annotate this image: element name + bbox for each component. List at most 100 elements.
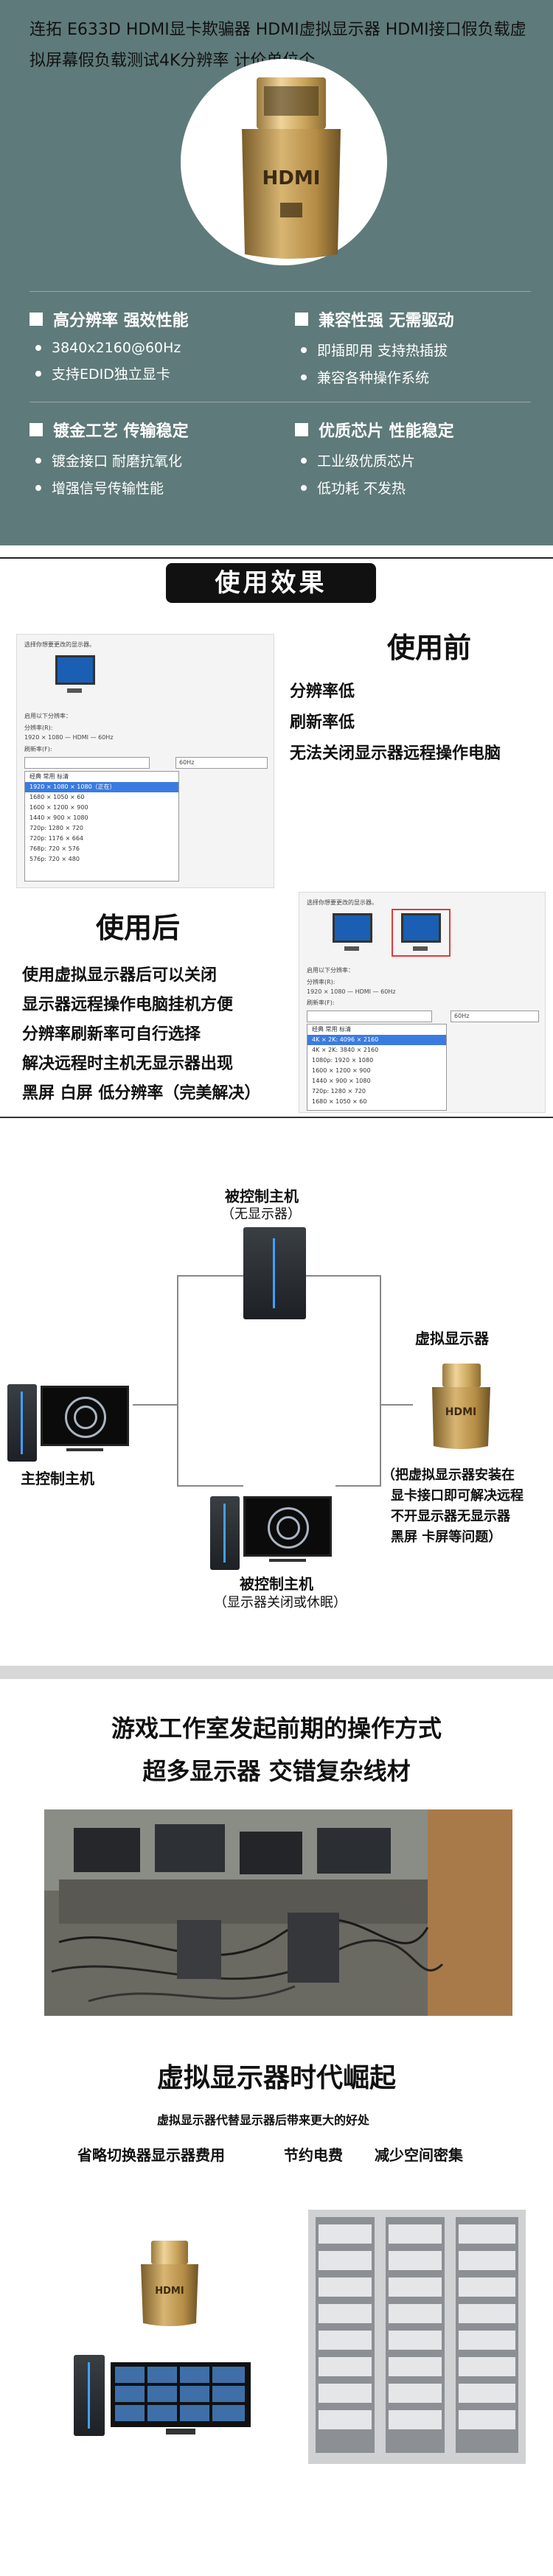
controlled-monitor — [243, 1496, 332, 1557]
list-item[interactable]: 4K × 2K: 4096 × 2160 — [307, 1035, 446, 1045]
dot-bullet-icon — [301, 346, 307, 353]
studio-section: 游戏工作室发起前期的操作方式 超多显示器 交错复杂线材 虚拟显示器时代崛起 虚拟… — [0, 1666, 553, 2576]
refresh-select[interactable]: 60Hz — [175, 757, 268, 769]
feature-line: 支持EDID独立显卡 — [52, 366, 170, 383]
subline: 虚拟显示器代替显示器后带来更大的好处 — [157, 2113, 370, 2127]
feature-heading: 优质芯片 性能稳定 — [319, 422, 454, 441]
highlight-box — [392, 909, 451, 957]
dot-bullet-icon — [301, 484, 307, 491]
feature-line: 兼容各种操作系统 — [317, 370, 430, 386]
dot-bullet-icon — [35, 345, 41, 351]
diagram-note: 不开显示器无显示器 — [391, 1509, 510, 1524]
tower-led — [88, 2362, 90, 2429]
host-tower — [74, 2355, 105, 2436]
connection-line — [177, 1485, 243, 1487]
list-item[interactable]: 1440 × 900 × 1080 — [312, 1078, 371, 1084]
list-item[interactable]: 1080p: 1920 × 1080 — [312, 1057, 374, 1064]
studio-photo — [44, 1809, 512, 2016]
monitor-stand — [67, 688, 82, 693]
feature-heading: 镀金工艺 传输稳定 — [53, 422, 189, 441]
headline: 虚拟显示器时代崛起 — [156, 2062, 396, 2093]
list-item[interactable]: 4K × 2K: 3840 × 2160 — [312, 1047, 379, 1053]
resolution-select[interactable] — [24, 757, 150, 769]
plug-logo-text: HDMI — [445, 1406, 476, 1418]
dot-bullet-icon — [301, 457, 307, 464]
dialog-label: 刷新率(F): — [24, 746, 52, 753]
dot-bullet-icon — [35, 457, 41, 464]
feature-card: 镀金工艺 传输稳定 镀金接口 耐磨抗氧化 增强信号传输性能 — [29, 416, 265, 498]
feature-line: 低功耗 不发热 — [317, 481, 406, 497]
before-title: 使用前 — [387, 631, 472, 664]
benefit: 省略切换器显示器费用 — [77, 2146, 225, 2164]
after-line: 使用虚拟显示器后可以关闭 — [22, 966, 218, 985]
connection-line — [380, 1404, 413, 1406]
dialog-label: 1920 × 1080 — HDMI — 60Hz — [24, 734, 114, 741]
before-line: 刷新率低 — [290, 713, 355, 732]
list-item[interactable]: 1600 × 1200 × 900 — [29, 804, 88, 811]
list-item[interactable]: 768p: 720 × 576 — [29, 845, 80, 852]
diagram-label: 被控制主机 — [240, 1575, 313, 1593]
dialog-label: 分辨率(R): — [307, 979, 335, 985]
list-item[interactable]: 576p: 720 × 480 — [29, 856, 80, 862]
diagram-note: 显卡接口即可解决远程 — [391, 1488, 524, 1504]
list-item[interactable]: 1680 × 1050 × 60 — [29, 794, 85, 800]
connection-line — [177, 1275, 178, 1485]
list-item[interactable]: 720p: 1176 × 664 — [29, 835, 84, 842]
list-item[interactable]: 1440 × 900 × 1080 — [29, 814, 88, 821]
multi-screen-monitor — [111, 2362, 251, 2434]
list-item[interactable]: 720p: 1280 × 720 — [312, 1088, 366, 1095]
monitor-stand — [413, 946, 428, 951]
connection-line — [177, 1275, 243, 1277]
diagram-label: 主控制主机 — [21, 1470, 94, 1487]
tower-led — [21, 1392, 23, 1454]
diagram-label: （无显示器） — [221, 1207, 301, 1222]
resolution-list[interactable]: 经典 常用 标清 4K × 2K: 4096 × 2160 4K × 2K: 3… — [307, 1024, 447, 1111]
square-bullet-icon — [295, 423, 308, 436]
after-line: 显示器远程操作电脑挂机方便 — [22, 995, 234, 1014]
hdmi-plug-image: HDMI — [242, 77, 341, 259]
before-line: 分辨率低 — [290, 682, 355, 701]
server-rack-photo — [308, 2210, 526, 2464]
divider — [0, 1666, 553, 1679]
headline: 超多显示器 交错复杂线材 — [142, 1757, 411, 1785]
feature-line: 增强信号传输性能 — [52, 481, 164, 497]
after-line: 黑屏 白屏 低分辨率（完美解决） — [22, 1083, 261, 1103]
dialog-label: 选择你想要更改的显示器。 — [307, 899, 378, 906]
square-bullet-icon — [29, 313, 43, 326]
resolution-select[interactable] — [307, 1010, 432, 1022]
controlled-host-tower — [243, 1227, 306, 1319]
after-line: 分辨率刷新率可自行选择 — [22, 1025, 201, 1044]
resolution-list[interactable]: 经典 常用 标清 1920 × 1080 × 1080（正在） 1680 × 1… — [24, 771, 179, 882]
list-item[interactable]: 1600 × 1200 × 900 — [312, 1067, 371, 1074]
list-item[interactable]: 720p: 1280 × 720 — [29, 825, 84, 831]
list-header: 经典 常用 标清 — [312, 1026, 352, 1033]
benefit: 节约电费 — [284, 2146, 343, 2164]
list-item[interactable]: 1920 × 1080 × 1080（正在） — [25, 782, 178, 792]
virtual-display-plug-image: HDMI — [432, 1364, 490, 1449]
divider — [0, 557, 553, 559]
display-settings-before: 选择你想要更改的显示器。 启用以下分辨率： 分辨率(R): 1920 × 108… — [16, 634, 274, 888]
diagram-label: （显示器关闭或休眠） — [214, 1595, 347, 1610]
after-line: 解决远程时主机无显示器出现 — [22, 1054, 234, 1073]
diagram-note: 黑屏 卡屏等问题） — [391, 1529, 502, 1545]
dialog-label: 分辨率(R): — [24, 725, 53, 731]
connection-line — [306, 1275, 380, 1277]
dot-bullet-icon — [35, 370, 41, 377]
benefit: 减少空间密集 — [375, 2146, 463, 2164]
tower-led — [273, 1238, 275, 1308]
connection-diagram: 被控制主机 （无显示器） 主控制主机 虚拟显示器 HDMI （把虚 — [0, 1117, 553, 1666]
list-item[interactable]: 1680 × 1050 × 60 — [312, 1098, 367, 1105]
feature-line: 即插即用 支持热插拔 — [317, 343, 448, 359]
monitor-stand — [344, 946, 359, 951]
main-host-tower — [7, 1384, 37, 1462]
plug-logo-text: HDMI — [262, 167, 321, 189]
after-title: 使用后 — [96, 911, 181, 944]
monitor-icon — [333, 913, 372, 943]
feature-heading: 高分辨率 强效性能 — [53, 312, 189, 330]
before-line: 无法关闭显示器远程操作电脑 — [290, 744, 501, 763]
refresh-select[interactable]: 60Hz — [451, 1010, 539, 1022]
monitor-icon — [55, 655, 95, 685]
virtual-display-plug-image: HDMI — [141, 2241, 198, 2326]
feature-line: 3840x2160@60Hz — [52, 340, 181, 356]
